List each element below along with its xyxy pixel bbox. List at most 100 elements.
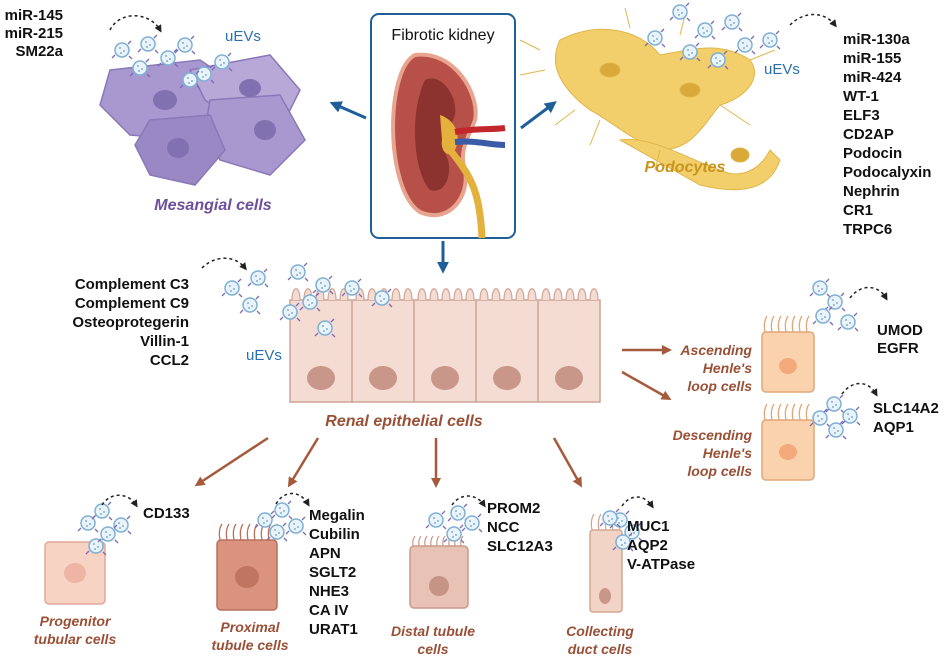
collecting-label-line: Collecting: [566, 623, 634, 639]
ascending-marker: UMOD: [877, 322, 923, 339]
kidney-panel: Fibrotic kidney: [370, 13, 516, 239]
distal-label: Distal tubule cells: [391, 623, 475, 657]
arrow-to-descending: [621, 370, 672, 400]
ascending-marker: EGFR: [877, 340, 919, 357]
proximal-marker: URAT1: [309, 621, 358, 638]
distal-cell-illustration: [409, 503, 483, 609]
descending-marker: SLC14A2: [873, 400, 939, 417]
epithelial-marker: Villin-1: [140, 333, 189, 350]
mesangial-release-arrow: [109, 15, 162, 33]
distal-marker: SLC12A3: [487, 538, 553, 555]
arrow-to-mesangial: [329, 101, 367, 120]
ascending-marker-list: UMOD EGFR: [877, 322, 923, 357]
descending-label: Descending Henle's loop cells: [673, 427, 753, 479]
epithelial-marker: CCL2: [150, 352, 189, 369]
podocytes-label: Podocytes: [645, 159, 726, 176]
collecting-marker: AQP2: [627, 537, 668, 554]
progenitor-marker: CD133: [143, 505, 190, 522]
proximal-label-line: tubule cells: [211, 637, 288, 653]
descending-label-line: loop cells: [687, 463, 752, 479]
epithelial-release-arrow: [201, 257, 247, 271]
kidney-title: Fibrotic kidney: [391, 27, 494, 44]
podocytes-marker: ELF3: [843, 107, 880, 124]
kidney-illustration: [391, 52, 506, 239]
mesangial-cells-illustration: [99, 34, 306, 186]
podocytes-marker: CR1: [843, 202, 873, 219]
epithelial-marker-list: Complement C3 Complement C9 Osteoprotege…: [72, 276, 189, 369]
arrow-to-progenitor: [194, 436, 269, 487]
mesangial-cells-label: Mesangial cells: [154, 197, 271, 214]
distal-marker: NCC: [487, 519, 520, 536]
podocytes-marker: Podocin: [843, 145, 902, 162]
mesangial-uevs-label: uEVs: [225, 28, 261, 45]
distal-label-line: cells: [417, 641, 448, 657]
collecting-cell-illustration: [589, 508, 643, 613]
collecting-marker-list: MUC1 AQP2 V-ATPase: [627, 518, 695, 573]
proximal-marker: SGLT2: [309, 564, 356, 581]
collecting-release-arrow: [621, 496, 654, 509]
podocytes-marker: CD2AP: [843, 126, 894, 143]
descending-label-line: Descending: [673, 427, 753, 443]
ascending-label: Ascending Henle's loop cells: [679, 342, 752, 394]
arrow-to-proximal: [287, 437, 320, 488]
arrow-to-collecting: [552, 437, 582, 488]
progenitor-cell-illustration: [44, 501, 132, 605]
proximal-label: Proximal tubule cells: [211, 619, 288, 653]
proximal-marker: NHE3: [309, 583, 349, 600]
ascending-label-line: Henle's: [703, 360, 752, 376]
epithelial-cells-illustration: [289, 288, 601, 403]
podocytes-illustration: [519, 7, 781, 191]
mesangial-marker: SM22a: [15, 43, 63, 60]
epithelial-marker: Osteoprotegerin: [72, 314, 189, 331]
podocytes-marker: WT-1: [843, 88, 879, 105]
progenitor-label-line: Progenitor: [40, 613, 112, 629]
ascending-cell-illustration: [761, 278, 859, 393]
podocytes-marker: Nephrin: [843, 183, 900, 200]
distal-marker-list: PROM2 NCC SLC12A3: [487, 500, 553, 555]
podocytes-marker: miR-424: [843, 69, 902, 86]
podocytes-marker: Podocalyxin: [843, 164, 931, 181]
epithelial-marker: Complement C9: [75, 295, 189, 312]
podocytes-release-arrow: [789, 13, 837, 28]
podocytes-marker: miR-130a: [843, 31, 910, 48]
progenitor-label-line: tubular cells: [34, 631, 117, 647]
proximal-marker-list: Megalin Cubilin APN SGLT2 NHE3 CA IV URA…: [309, 507, 365, 638]
proximal-marker: CA IV: [309, 602, 348, 619]
progenitor-label: Progenitor tubular cells: [34, 613, 117, 647]
descending-marker-list: SLC14A2 AQP1: [873, 400, 939, 436]
collecting-label-line: duct cells: [568, 641, 633, 657]
proximal-marker: Megalin: [309, 507, 365, 524]
epithelial-cells-label: Renal epithelial cells: [325, 413, 483, 430]
descending-release-arrow: [841, 382, 878, 397]
proximal-label-line: Proximal: [220, 619, 280, 635]
ascending-label-line: Ascending: [679, 342, 752, 358]
mesangial-marker: miR-145: [5, 7, 63, 24]
proximal-cell-illustration: [216, 500, 307, 611]
descending-cell-illustration: [761, 394, 861, 481]
podocytes-marker-list: miR-130a miR-155 miR-424 WT-1 ELF3 CD2AP…: [843, 31, 931, 238]
descending-label-line: Henle's: [703, 445, 752, 461]
distal-marker: PROM2: [487, 500, 540, 517]
mesangial-marker-list: miR-145 miR-215 SM22a: [5, 7, 64, 60]
podocytes-uevs-label: uEVs: [764, 61, 800, 78]
progenitor-release-arrow: [101, 494, 138, 508]
podocytes-marker: TRPC6: [843, 221, 892, 238]
collecting-marker: MUC1: [627, 518, 670, 535]
proximal-marker: Cubilin: [309, 526, 360, 543]
distal-release-arrow: [451, 495, 486, 508]
ascending-label-line: loop cells: [687, 378, 752, 394]
proximal-marker: APN: [309, 545, 341, 562]
distal-label-line: Distal tubule: [391, 623, 475, 639]
proximal-release-arrow: [275, 492, 310, 507]
collecting-marker: V-ATPase: [627, 556, 695, 573]
epithelial-marker: Complement C3: [75, 276, 189, 293]
ascending-release-arrow: [849, 286, 888, 301]
descending-marker: AQP1: [873, 419, 914, 436]
collecting-label: Collecting duct cells: [566, 623, 634, 657]
podocytes-marker: miR-155: [843, 50, 901, 67]
mesangial-marker: miR-215: [5, 25, 63, 42]
arrow-to-podocytes: [520, 101, 557, 130]
epithelial-uevs-label: uEVs: [246, 347, 282, 364]
